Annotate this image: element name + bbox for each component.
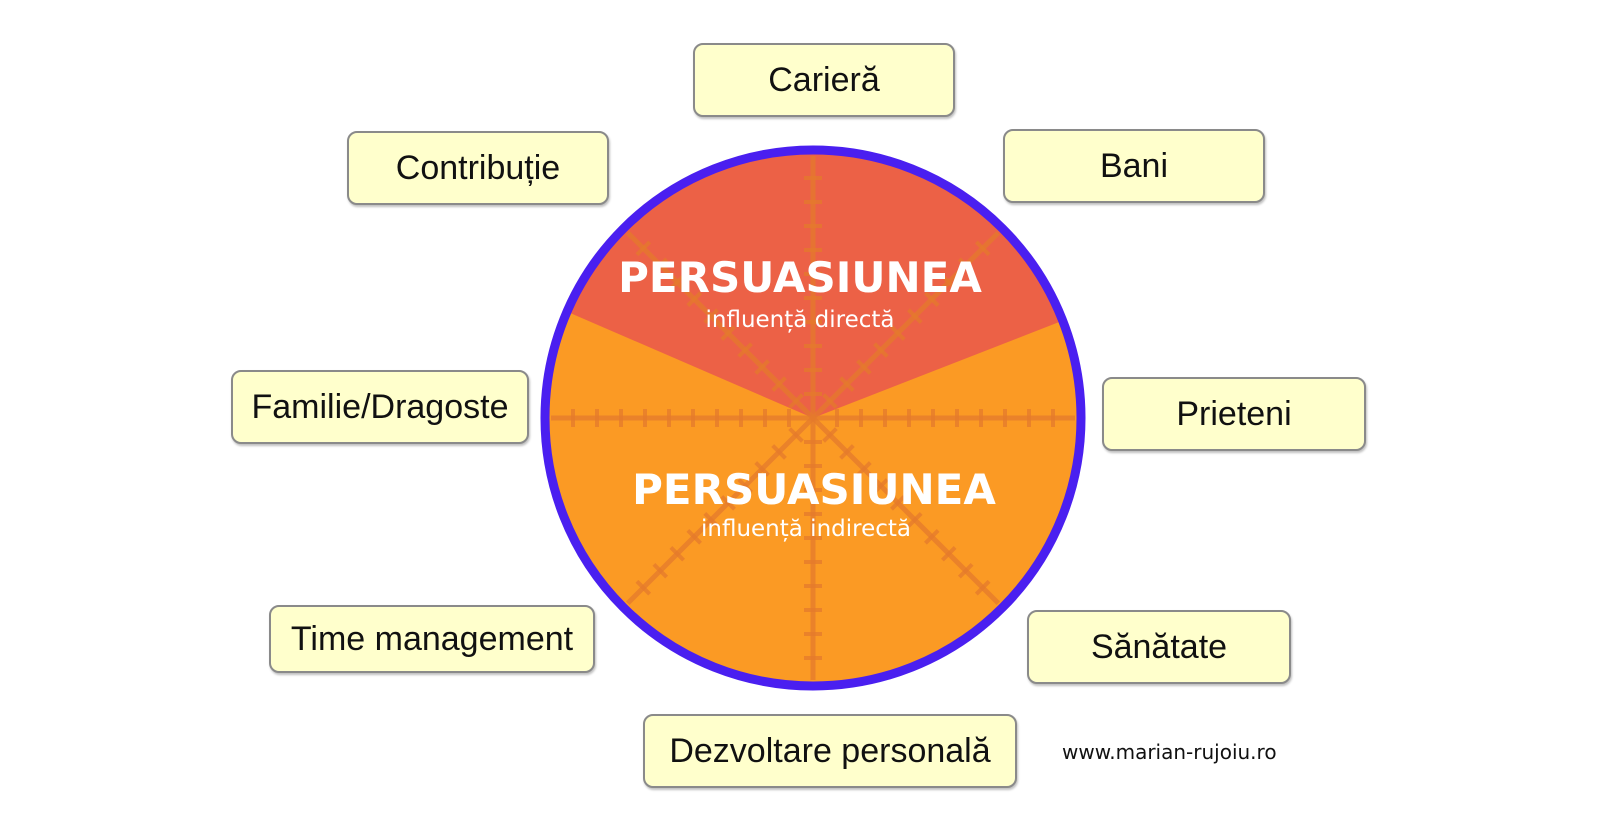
area-box-cariera: Carieră [693,43,955,117]
wheel-spoke-tick [957,257,974,274]
area-box-time-management: Time management [269,605,595,673]
area-label-cariera: Carieră [768,60,880,99]
lower-title: PERSUASIUNEA [632,465,996,514]
wheel-spoke-tick [737,342,753,358]
area-label-time-management: Time management [290,619,574,658]
area-label-familie-dragoste: Familie/Dragoste [251,387,509,426]
area-label-contributie: Contribuție [395,148,561,187]
wheel-spoke-tick [856,461,872,477]
wheel-spoke-tick [703,512,719,528]
area-label-sanatate: Sănătate [1090,627,1228,666]
wheel-spoke-tick [635,579,652,596]
wheel-spoke-tick [669,274,686,291]
wheel-spoke-tick [907,512,923,528]
wheel-spokes [551,156,1075,680]
lower-subtitle: influență indirectă [701,516,911,542]
wheel-spoke-tick [924,291,940,307]
wheel-spoke-tick [720,325,736,341]
wheel-spoke [625,230,815,420]
wheel-spoke-tick [890,495,906,511]
wheel-spoke-tick [720,495,736,511]
area-box-contributie: Contribuție [347,131,609,205]
upper-subtitle: influență directă [705,307,894,333]
wheel-spoke-tick [737,478,753,494]
wheel-spoke-tick [856,359,872,375]
wheel-spoke-tick [788,427,804,443]
wheel-spoke-tick [686,529,702,545]
wheel-spoke-tick [873,342,889,358]
wheel-spoke-tick [890,325,906,341]
wheel-spoke-tick [907,308,923,324]
wheel-spoke-tick [686,291,702,307]
wheel-spoke-tick [771,444,787,460]
area-label-dezvoltare-personala: Dezvoltare personală [669,731,991,770]
wheel-spoke-tick [940,545,957,562]
wheel-spoke-tick [974,579,991,596]
upper-title: PERSUASIUNEA [618,253,982,302]
area-label-prieteni: Prieteni [1176,394,1292,433]
wheel-spoke-tick [652,257,669,274]
wheel-spoke [811,230,1001,420]
wheel-spoke-tick [873,478,889,494]
area-box-familie-dragoste: Familie/Dragoste [231,370,529,444]
area-label-bani: Bani [1099,146,1169,185]
wheel-spoke-tick [940,274,957,291]
wheel-spoke-tick [703,308,719,324]
wheel-spoke-tick [822,393,838,409]
wheel-spoke-tick [754,359,770,375]
wheel-spoke-tick [771,376,787,392]
wheel-spoke-tick [839,444,855,460]
website-url: www.marian-rujoiu.ro [1062,740,1277,764]
wheel-spoke-tick [924,529,940,545]
wheel-spoke-tick [754,461,770,477]
wheel-spoke-tick [974,240,991,257]
wheel-spoke-tick [669,545,686,562]
wheel-spoke-tick [635,240,652,257]
wheel-spoke-tick [957,562,974,579]
wheel-spoke-tick [839,376,855,392]
wheel-spoke-tick [652,562,669,579]
wheel-spoke [625,416,815,606]
area-box-dezvoltare-personala: Dezvoltare personală [643,714,1017,788]
wheel-ring [540,145,1086,691]
area-box-sanatate: Sănătate [1027,610,1291,684]
area-box-bani: Bani [1003,129,1265,203]
wheel-spoke [811,416,1001,606]
area-box-prieteni: Prieteni [1102,377,1366,451]
wheel-spoke-tick [822,427,838,443]
wheel-spoke-tick [788,393,804,409]
